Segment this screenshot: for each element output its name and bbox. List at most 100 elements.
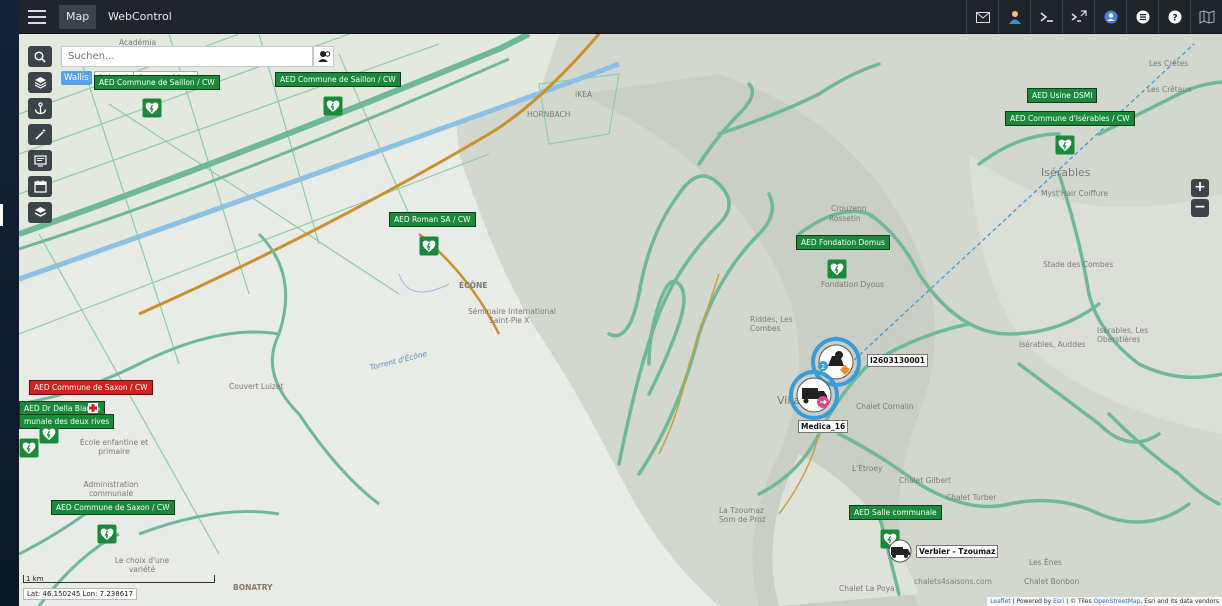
magic-wand-icon [34,128,46,140]
place-label: Les Crêtes [1149,59,1189,68]
zoom-out-button[interactable]: − [1191,199,1209,217]
svg-text:2: 2 [821,363,825,371]
place-label: Isérables, Les Oberstières [1097,326,1149,344]
place-label: L'Étroey [852,464,883,473]
aed-label[interactable]: AED Commune de Saillon / CW [94,75,220,90]
place-label: BONATRY [233,583,273,592]
user-button[interactable] [998,0,1030,34]
place-label: École enfantine et primaire [79,438,149,456]
aed-label[interactable]: AED Commune de Saxon / CW [29,380,153,395]
avatar-button[interactable] [1094,0,1126,34]
place-label: ÉCÔNE [459,281,488,290]
aed-label[interactable]: AED Salle communale [849,505,942,520]
place-label: Saint-Pie X [489,316,530,325]
place-label: Isérables [1041,166,1091,179]
anchor-button[interactable] [28,98,52,119]
person-search-icon [317,51,330,62]
map-fold-button[interactable] [1190,0,1222,34]
ambulance-marker[interactable] [787,368,841,422]
magic-wand-button[interactable] [28,124,52,145]
zoom-in-button[interactable]: + [1191,179,1209,197]
place-label: Chalet Gilbert [899,476,951,485]
search-button[interactable] [28,46,52,67]
base-layers-button[interactable] [28,202,52,223]
left-edge-strip [0,0,19,606]
place-label: Chalet Turber [946,493,997,502]
map-basemap [19,34,1222,606]
terminal-split-button[interactable] [1062,0,1094,34]
place-label: Académia [119,38,157,47]
place-label: Administration communale [83,480,139,498]
left-edge-marker [0,204,3,226]
aed-label[interactable]: AED Usine DSMI [1027,88,1098,103]
calendar-button[interactable] [28,176,52,197]
place-label: Chalet La Poya [839,584,895,593]
place-label: Couvert Luizet [229,382,284,391]
incident-marker[interactable]: 2 [810,336,862,388]
osm-link[interactable]: OpenStreetMap [1093,598,1141,605]
aed-label[interactable]: munale des deux rives [19,414,115,429]
esri-link[interactable]: Esri [1053,598,1065,605]
hamburger-menu-icon[interactable] [19,0,55,34]
aed-heart-icon[interactable] [142,98,162,118]
incident-label[interactable]: I2603130001 [867,354,928,367]
help-icon: ? [1168,10,1181,24]
place-label: Chalet Bonbon [1024,577,1080,586]
place-label: Fondation Dyous [821,280,884,289]
place-label: chalets4saisons.com [914,577,992,586]
calendar-icon [33,180,47,193]
search-icon [34,50,46,63]
top-bar: Map WebControl ? [19,0,1222,34]
map-canvas[interactable]: Wallis Schweiz Grenzgebiete + − Académia… [19,34,1222,606]
aed-label[interactable]: AED Roman SA / CW [389,212,476,227]
vehicle-list-button[interactable] [28,150,52,171]
tab-webcontrol[interactable]: WebControl [108,10,172,23]
aed-label[interactable]: AED Commune de Saxon / CW [51,500,175,515]
place-label: HORNBACH [527,110,571,119]
vehicle-label[interactable]: Verbier - Tzoumaz [916,545,999,558]
aed-label[interactable]: AED Commune d'Isérables / CW [1005,111,1135,126]
medical-cross-icon[interactable] [88,403,98,413]
aed-label[interactable]: AED Commune de Saillon / CW [275,72,401,87]
layers-icon [34,207,46,217]
map-attribution: Leaflet | Powered by Esri | © Tiles Open… [987,597,1222,606]
place-label: Crouzenn [831,204,867,213]
map-fold-icon [1199,10,1214,24]
place-label: Séminaire International [468,307,556,316]
aed-heart-icon[interactable] [419,236,439,256]
place-label: Myst'Hair Coiffure [1041,189,1108,198]
aed-heart-icon[interactable] [1055,135,1075,155]
terminal-button[interactable] [1030,0,1062,34]
aed-heart-icon[interactable] [39,424,59,444]
place-label: Som de Proz [719,515,766,524]
aed-heart-icon[interactable] [323,96,343,116]
vehicle-marker[interactable] [886,539,914,563]
topbar-actions: ? [966,0,1222,34]
filter-wallis[interactable]: Wallis [61,71,92,85]
svg-text:?: ? [1172,14,1177,24]
layers-button[interactable] [28,72,52,93]
terminal-split-icon [1071,10,1087,22]
leaflet-link[interactable]: Leaflet [990,598,1011,605]
place-label: IKEA [575,90,592,99]
ambulance-label[interactable]: Medica_16 [798,420,849,433]
cube-layers-icon [34,77,46,89]
scale-bar: 1 km [23,575,215,583]
list-button[interactable] [1126,0,1158,34]
search-person-button[interactable] [313,46,334,67]
place-label: Les Crêtaux [1147,85,1192,94]
help-button[interactable]: ? [1158,0,1190,34]
aed-heart-icon[interactable] [827,259,847,279]
aed-label[interactable]: AED Fondation Domus [796,235,890,250]
coordinates-readout: Lat: 46.150245 Lon: 7.238617 [23,588,138,600]
place-label: Le choix d'une variété [114,556,170,574]
search-input[interactable] [61,46,313,67]
terminal-icon [1040,12,1053,22]
place-label: Stade des Combes [1043,260,1114,269]
mail-button[interactable] [966,0,998,34]
tab-map[interactable]: Map [59,5,97,29]
place-label: Riddes, Les Combes [750,315,793,333]
aed-heart-icon[interactable] [19,438,39,458]
aed-heart-icon[interactable] [97,524,117,544]
avatar-icon [1104,10,1117,24]
